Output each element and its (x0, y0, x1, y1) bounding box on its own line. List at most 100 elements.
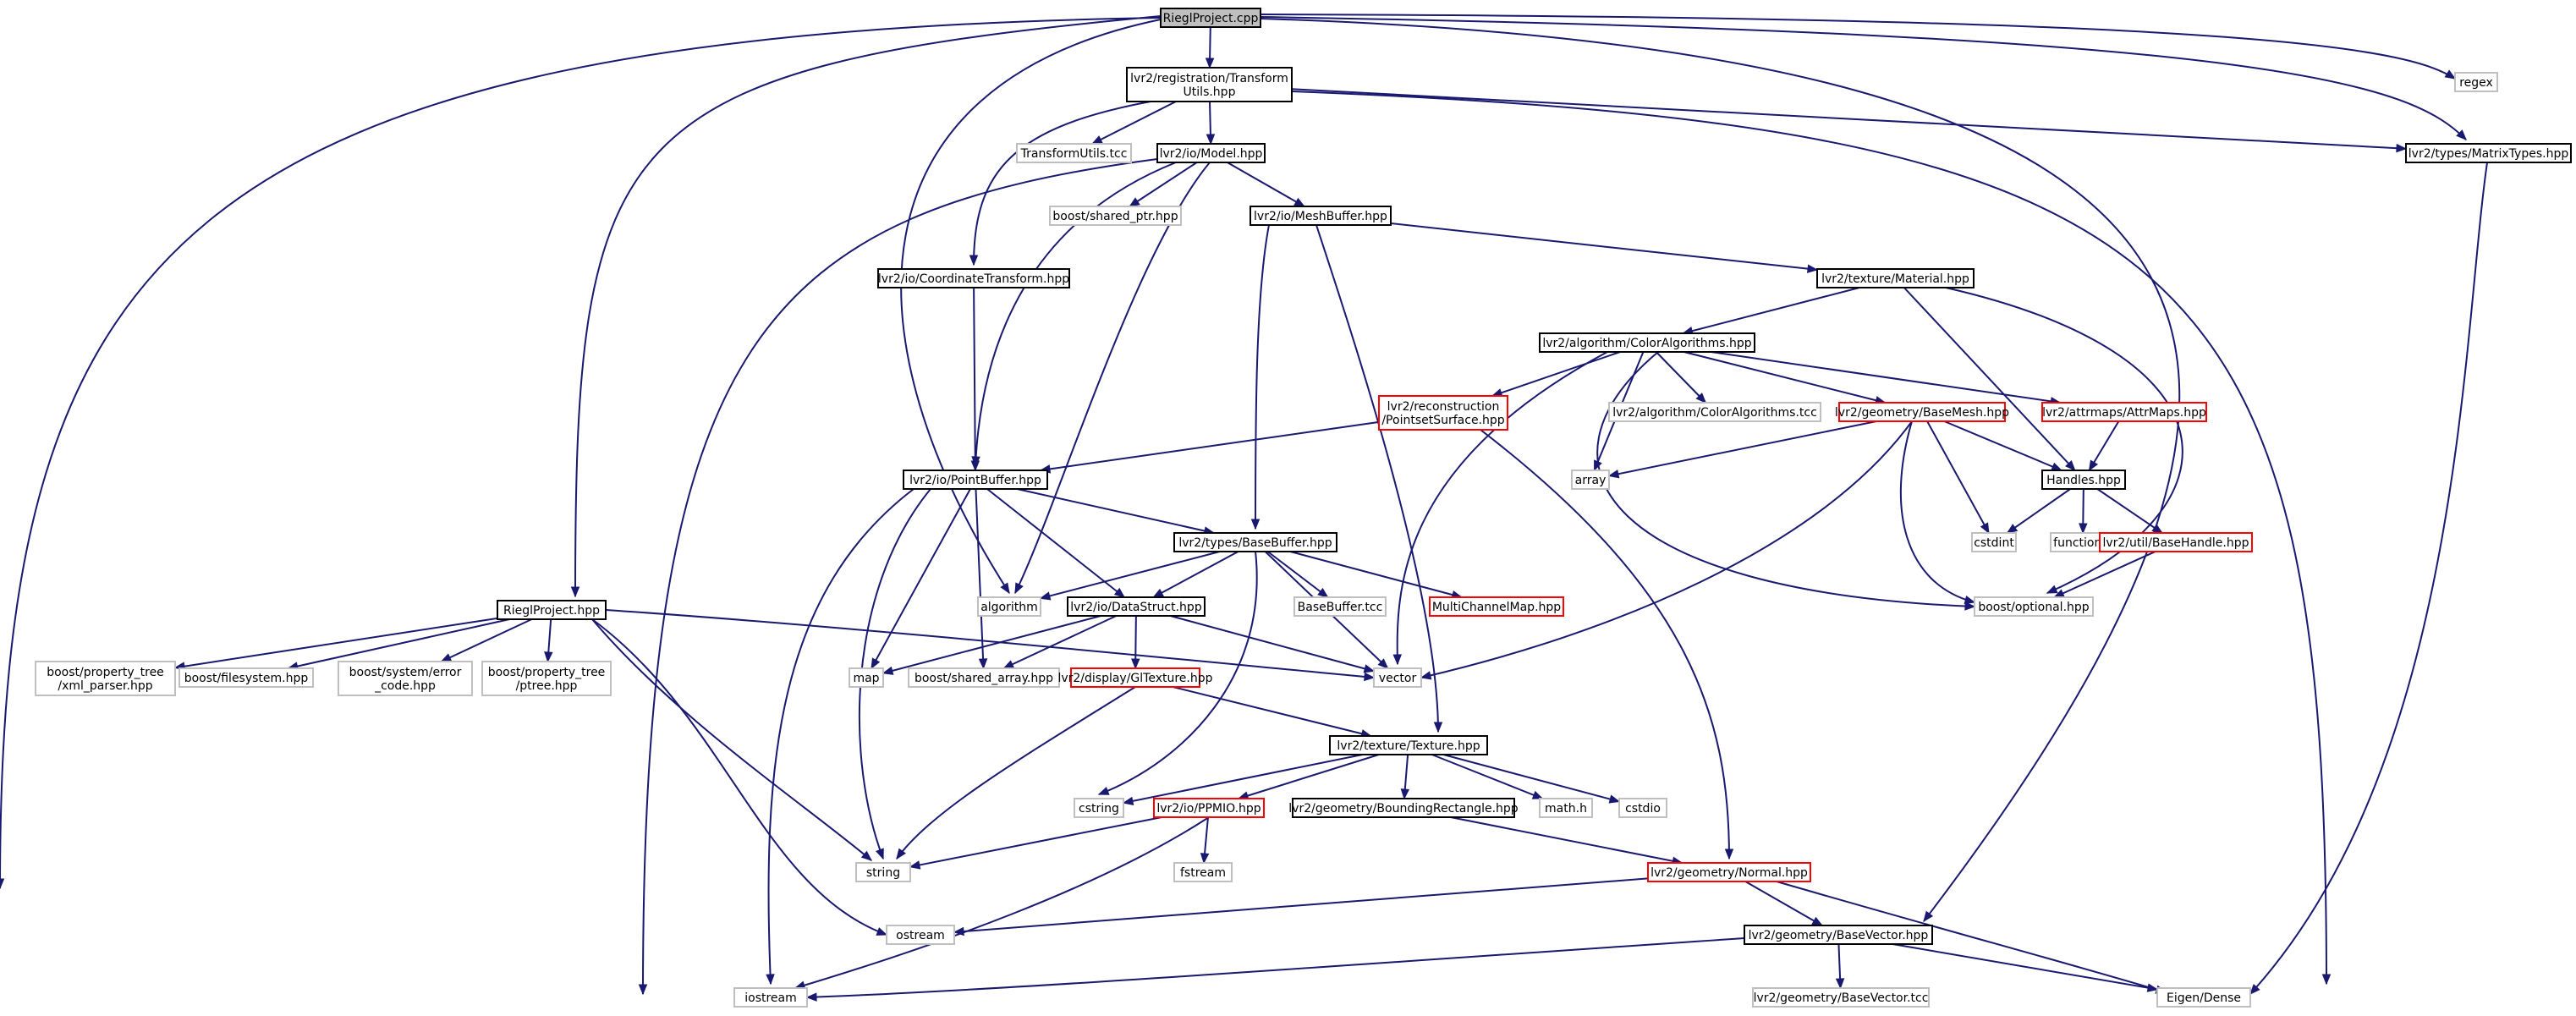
edge-line (1003, 615, 1117, 669)
file-node[interactable]: lvr2/geometry/BaseMesh.hpp (1835, 402, 2009, 422)
dependency-edge (2053, 551, 2156, 598)
file-node-box (1250, 206, 1392, 226)
file-node: fstream (1173, 862, 1233, 882)
edge-arrowhead (871, 657, 881, 670)
dependency-edge (766, 488, 915, 986)
edge-arrowhead (978, 658, 988, 670)
file-node[interactable]: lvr2/texture/Material.hpp (1816, 268, 1975, 288)
edge-line (794, 816, 1210, 989)
file-node[interactable]: lvr2/reconstruction/PointsetSurface.hpp (1378, 395, 1508, 431)
edge-arrowhead (2065, 460, 2076, 471)
file-node[interactable]: lvr2/algorithm/ColorAlgorithms.hpp (1539, 332, 1755, 353)
file-node[interactable]: lvr2/types/MatrixTypes.hpp (2405, 143, 2572, 163)
file-node[interactable]: lvr2/geometry/Normal.hpp (1647, 862, 1811, 882)
file-node-label: cstring (1079, 802, 1119, 816)
edge-line (441, 618, 532, 662)
file-node-label: Handles.hpp (2046, 474, 2121, 487)
file-node-label: lvr2/io/DataStruct.hpp (1070, 601, 1202, 614)
file-node[interactable]: lvr2/texture/Texture.hpp (1329, 735, 1488, 755)
file-node-label: lvr2/algorithm/ColorAlgorithms.hpp (1542, 337, 1751, 350)
edge-line (1596, 351, 1975, 607)
edge-arrowhead (860, 850, 873, 861)
dependency-edge (1002, 615, 1117, 669)
edge-line (1945, 287, 2183, 594)
edge-line (1431, 754, 1543, 799)
file-node[interactable]: lvr2/registration/TransformUtils.hpp (1126, 67, 1293, 102)
edge-line (871, 488, 971, 669)
file-node-label: lvr2/io/MeshBuffer.hpp (1254, 210, 1387, 223)
edge-line (1899, 420, 1975, 603)
file-node[interactable]: lvr2/geometry/BaseVector.hpp (1744, 925, 1933, 945)
edge-line (1892, 943, 2158, 991)
file-node: boost/shared_ptr.hpp (1049, 206, 1182, 226)
dependency-edge (986, 488, 1126, 598)
file-node-label: lvr2/types/MatrixTypes.hpp (2408, 147, 2569, 161)
dependency-edge (1835, 943, 1845, 990)
dependency-edge (1237, 754, 1380, 800)
dependency-edge (591, 618, 888, 936)
edge-arrowhead (544, 651, 553, 663)
file-node[interactable]: lvr2/display/GlTexture.hpp (1057, 667, 1213, 688)
file-node[interactable]: lvr2/io/CoordinateTransform.hpp (877, 268, 1070, 288)
file-node-label: TransformUtils.tcc (1020, 147, 1128, 161)
file-node: ostream (886, 925, 955, 945)
dependency-edge (909, 816, 1162, 870)
edge-line (986, 488, 1125, 598)
file-node: lvr2/algorithm/ColorAlgorithms.tcc (1608, 402, 1821, 422)
file-node-label: lvr2/algorithm/ColorAlgorithms.tcc (1612, 406, 1817, 420)
dependency-edge (1291, 88, 2408, 153)
file-node[interactable]: Handles.hpp (2041, 470, 2126, 490)
file-node[interactable]: MultiChannelMap.hpp (1429, 596, 1564, 617)
edge-line (0, 17, 1162, 889)
file-node-box (733, 987, 808, 1008)
file-node[interactable]: lvr2/types/BaseBuffer.hpp (1173, 532, 1337, 552)
file-node-label: lvr2/types/BaseBuffer.hpp (1178, 536, 1332, 550)
edge-arrowhead (1131, 658, 1140, 670)
edge-line (2053, 551, 2156, 598)
edge-arrowhead (1811, 916, 1823, 926)
dependency-edge (1442, 754, 1621, 804)
edge-arrowhead (2456, 129, 2467, 140)
file-node[interactable]: lvr2/attrmaps/AttrMaps.hpp (2041, 402, 2207, 422)
file-node-box (1378, 395, 1508, 431)
edge-arrowhead (1923, 910, 1934, 923)
file-node: iostream (733, 987, 808, 1008)
file-node[interactable]: lvr2/util/BaseHandle.hpp (2099, 532, 2253, 552)
file-node[interactable]: lvr2/io/MeshBuffer.hpp (1250, 206, 1392, 226)
file-node[interactable]: lvr2/io/PPMIO.hpp (1153, 798, 1265, 818)
edge-arrowhead (1317, 587, 1329, 598)
edge-line (1091, 101, 1177, 145)
dependency-edge (1289, 551, 1464, 600)
edge-line (591, 618, 887, 936)
dependency-edge (794, 816, 1210, 990)
file-node-label: boost/system/error (349, 666, 462, 679)
file-node[interactable]: lvr2/io/Model.hpp (1156, 143, 1266, 163)
edge-arrowhead (2444, 69, 2457, 80)
edge-arrowhead (766, 974, 775, 986)
edge-line (1450, 816, 1683, 864)
dependency-edge (1431, 754, 1544, 799)
dependency-edge (1250, 224, 1270, 530)
file-node[interactable]: lvr2/io/DataStruct.hpp (1067, 596, 1206, 617)
edge-line (1315, 224, 1439, 733)
edge-line (1390, 222, 1818, 271)
edge-arrowhead (1608, 794, 1621, 804)
file-node[interactable]: RieglProject.hpp (497, 600, 607, 620)
file-node: TransformUtils.tcc (1016, 143, 1132, 163)
file-node-label: lvr2/io/CoordinateTransform.hpp (878, 272, 1069, 286)
edge-arrowhead (1206, 134, 1216, 146)
file-node[interactable]: RieglProject.cpp (1160, 8, 1261, 28)
edge-line (1098, 551, 1258, 795)
file-node-label: lvr2/geometry/BoundingRectangle.hpp (1288, 802, 1519, 816)
edge-arrowhead (1724, 848, 1734, 860)
edge-arrowhead (882, 666, 894, 675)
file-node-label: algorithm (980, 601, 1038, 614)
edge-arrowhead (1152, 588, 1165, 598)
file-node-box (1971, 532, 2017, 552)
file-node-label: RieglProject.cpp (1163, 12, 1259, 25)
file-node-label: fstream (1180, 866, 1226, 880)
file-node-label: RieglProject.hpp (503, 604, 600, 618)
file-node-label: string (866, 866, 900, 880)
file-node[interactable]: lvr2/geometry/BoundingRectangle.hpp (1288, 798, 1519, 818)
file-node[interactable]: lvr2/io/PointBuffer.hpp (903, 470, 1048, 490)
